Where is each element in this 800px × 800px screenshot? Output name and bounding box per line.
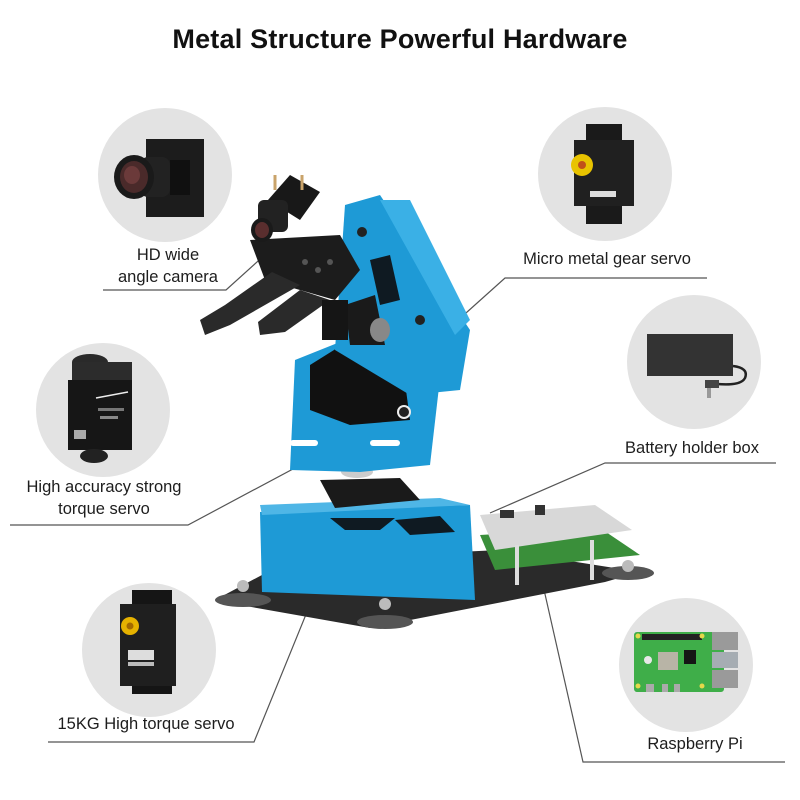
battery-label: Battery holder box: [625, 439, 759, 457]
camera-icon: [114, 139, 204, 217]
raspberry-pi-label: Raspberry Pi: [647, 735, 743, 753]
battery-leader-line: [489, 462, 776, 514]
torque-servo-label: 15KG High torque servo: [57, 715, 235, 733]
camera-label: HD wide angle camera: [118, 246, 218, 286]
arm-camera-mount: [268, 175, 320, 220]
gripper-finger-right: [258, 290, 330, 335]
micro-servo-label: Micro metal gear servo: [523, 250, 691, 268]
raspberry-pi-board-icon: [634, 632, 738, 692]
battery-box-icon: [647, 334, 747, 398]
accuracy-servo-label: High accuracy strong torque servo: [26, 478, 182, 518]
servo-icon: [120, 590, 176, 694]
expansion-board: [480, 505, 632, 550]
raspberry-pi-leader-line: [539, 571, 785, 763]
gripper-mount: [250, 235, 360, 300]
bus-servo-icon: [68, 354, 132, 463]
micro-servo-icon: [571, 124, 634, 224]
page-title: Metal Structure Powerful Hardware: [172, 24, 628, 54]
robotic-arm-illustration: [200, 175, 654, 629]
gripper-finger-left: [200, 272, 300, 335]
camera-leader-line: [103, 251, 269, 291]
